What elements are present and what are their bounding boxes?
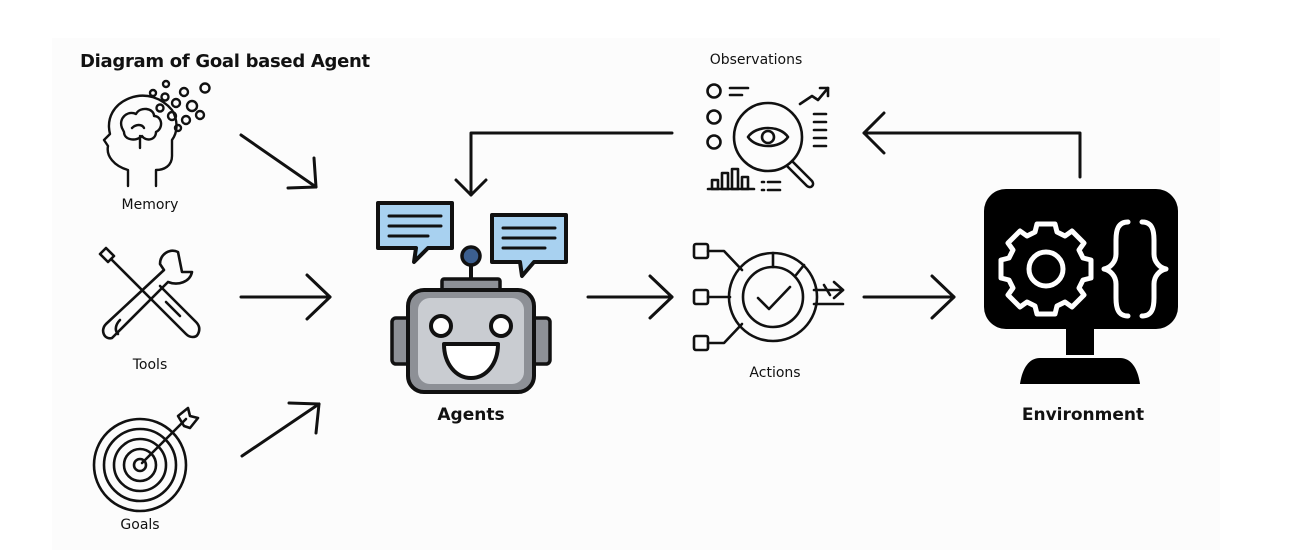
agents-label: Agents <box>437 405 505 425</box>
actions-icon <box>692 242 845 352</box>
memory-icon <box>102 79 211 188</box>
arrow-agent-to-actions <box>586 274 674 320</box>
agent-robot-icon <box>376 201 568 394</box>
arrow-memory-to-agent <box>239 133 318 190</box>
goals-icon <box>92 406 200 513</box>
observations-label: Observations <box>709 52 803 68</box>
memory-label: Memory <box>121 197 179 213</box>
gear-icon <box>998 221 1094 317</box>
arrow-goals-to-agent <box>240 401 321 458</box>
environment-label: Environment <box>1021 405 1145 425</box>
arrow-observations-to-agent <box>454 131 674 197</box>
tools-icon <box>98 246 201 340</box>
goals-label: Goals <box>120 517 160 533</box>
observations-icon <box>706 83 830 192</box>
arrow-tools-to-agent <box>239 273 332 321</box>
code-braces-icon <box>1101 219 1131 319</box>
diagram-title: Diagram of Goal based Agent <box>80 51 370 72</box>
arrow-environment-to-observations <box>862 111 1082 179</box>
actions-label: Actions <box>749 365 801 381</box>
environment-monitor-icon <box>984 189 1178 384</box>
speech-bubble-left <box>376 201 454 264</box>
tools-label: Tools <box>132 357 168 373</box>
speech-bubble-right <box>490 213 568 278</box>
arrow-actions-to-environment <box>862 274 956 320</box>
